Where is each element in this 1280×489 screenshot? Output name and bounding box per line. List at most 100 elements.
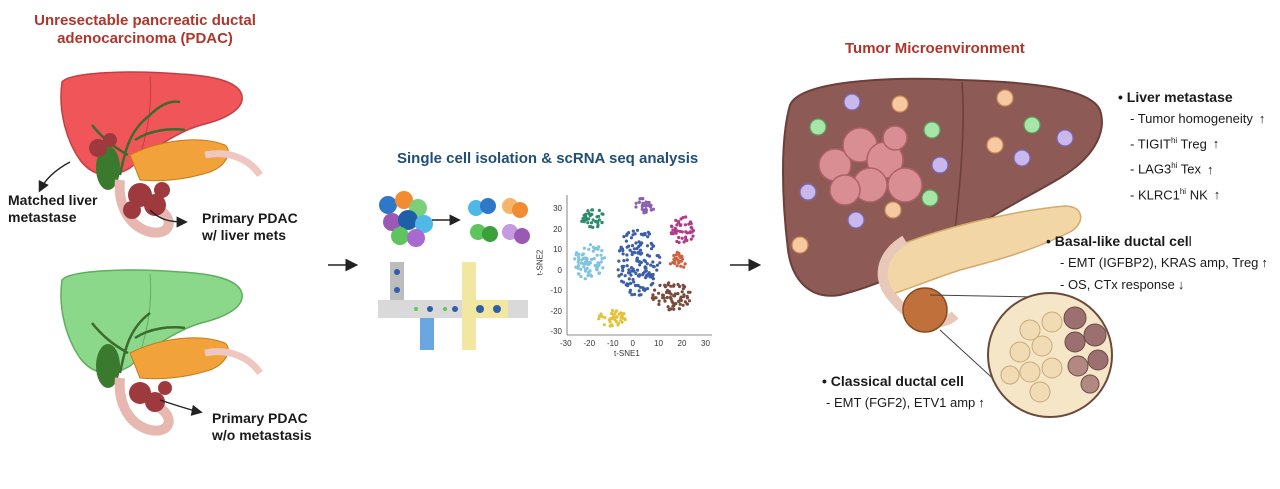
tsne-point	[617, 249, 622, 253]
tsne-point	[683, 223, 688, 227]
liver-item-text: - Tumor homogeneity	[1130, 111, 1253, 126]
tsne-xtick: -10	[607, 339, 619, 348]
tsne-point	[649, 247, 654, 251]
primary-tumor-red	[123, 182, 170, 219]
tsne-point	[635, 246, 639, 251]
tsne-point	[637, 240, 641, 244]
tsne-point	[627, 231, 631, 235]
tsne-point	[679, 223, 683, 227]
zoom-line-bottom	[939, 329, 1001, 386]
tsne-point	[590, 212, 594, 216]
tsne-point	[637, 200, 641, 204]
tsne-point	[614, 310, 618, 314]
tsne-point	[672, 307, 676, 311]
tsne-point	[673, 256, 677, 261]
tsne-point	[600, 249, 604, 253]
tsne-point	[683, 262, 687, 266]
tsne-scatter	[573, 197, 696, 328]
tsne-point	[661, 296, 665, 300]
tsne-point	[639, 252, 643, 256]
tsne-point	[610, 312, 614, 316]
tsne-point	[643, 270, 647, 274]
tsne-point	[573, 257, 577, 261]
zoom-line-top	[929, 294, 1041, 298]
tsne-point	[651, 244, 656, 248]
tsne-point	[683, 300, 688, 304]
tsne-point	[629, 281, 633, 285]
tsne-point	[609, 316, 613, 321]
tsne-point	[635, 228, 640, 232]
tumor-cluster	[818, 125, 923, 206]
tsne-point	[681, 283, 685, 287]
primary-nomets-arrow	[159, 399, 203, 416]
tsne-point	[641, 273, 645, 277]
basal-item: - EMT (IGFBP2), KRAS amp, Treg↑	[1060, 255, 1268, 271]
tsne-point	[644, 207, 648, 211]
tsne-point	[688, 221, 692, 226]
liver-item-sup: hi	[1179, 186, 1187, 196]
tsne-point	[624, 239, 629, 243]
tsne-point	[600, 314, 604, 319]
tsne-point	[630, 250, 634, 254]
tsne-point	[616, 322, 620, 326]
tsne-point	[668, 295, 673, 300]
tsne-point	[675, 264, 679, 268]
tsne-point	[685, 302, 690, 306]
basal-item: - OS, CTx response↓	[1060, 277, 1268, 293]
tsne-point	[663, 299, 667, 303]
tsne-point	[643, 265, 647, 269]
tsne-point	[599, 312, 603, 316]
tsne-point	[638, 263, 642, 267]
tsne-point	[629, 236, 634, 240]
tsne-point	[669, 284, 673, 288]
up-arrow-icon: ↑	[978, 395, 985, 410]
tsne-point	[595, 253, 599, 257]
tsne-point	[600, 212, 604, 216]
tsne-xtick: 30	[701, 339, 710, 348]
tsne-point	[590, 208, 594, 212]
tsne-point	[614, 319, 618, 324]
duodenum-bottom	[114, 377, 174, 436]
classical-header: • Classical ductal cell	[822, 373, 964, 389]
tsne-point	[588, 243, 593, 247]
tsne-point	[677, 240, 681, 245]
tsne-point	[675, 229, 679, 233]
tsne-point	[669, 224, 674, 228]
tsne-point	[579, 275, 583, 279]
tsne-point	[585, 266, 589, 271]
tsne-point	[597, 317, 601, 321]
tsne-point	[619, 272, 624, 276]
tsne-point	[627, 277, 631, 281]
tsne-point	[680, 230, 684, 234]
tsne-point	[625, 233, 629, 237]
tsne-xtick: 10	[654, 339, 663, 348]
tsne-point	[651, 260, 655, 264]
tsne-point	[643, 203, 647, 207]
tsne-point	[641, 201, 645, 205]
tsne-point	[596, 263, 600, 267]
tsne-point	[625, 258, 629, 262]
tsne-point	[665, 295, 669, 300]
tsne-point	[681, 303, 685, 307]
tsne-point	[634, 241, 638, 245]
primary-mets-arrow	[149, 209, 188, 228]
tsne-point	[672, 253, 676, 258]
tsne-point	[679, 259, 683, 263]
vessel-bottom	[204, 348, 263, 376]
tsne-point	[685, 294, 689, 298]
tsne-point	[599, 260, 603, 264]
liver-item-text: - LAG3	[1130, 161, 1172, 177]
tsne-point	[630, 293, 634, 297]
matched-liver-arrow	[38, 161, 71, 193]
tsne-point	[668, 262, 673, 266]
tsne-point	[674, 231, 678, 235]
tsne-point	[625, 282, 629, 286]
tsne-point	[675, 223, 679, 227]
tsne-point	[617, 274, 621, 278]
liver-item: - Tumor homogeneity↑	[1130, 111, 1265, 127]
tsne-xtick: -30	[560, 339, 572, 348]
tsne-point	[681, 216, 685, 220]
tsne-point	[687, 299, 692, 303]
tsne-point	[676, 282, 680, 287]
